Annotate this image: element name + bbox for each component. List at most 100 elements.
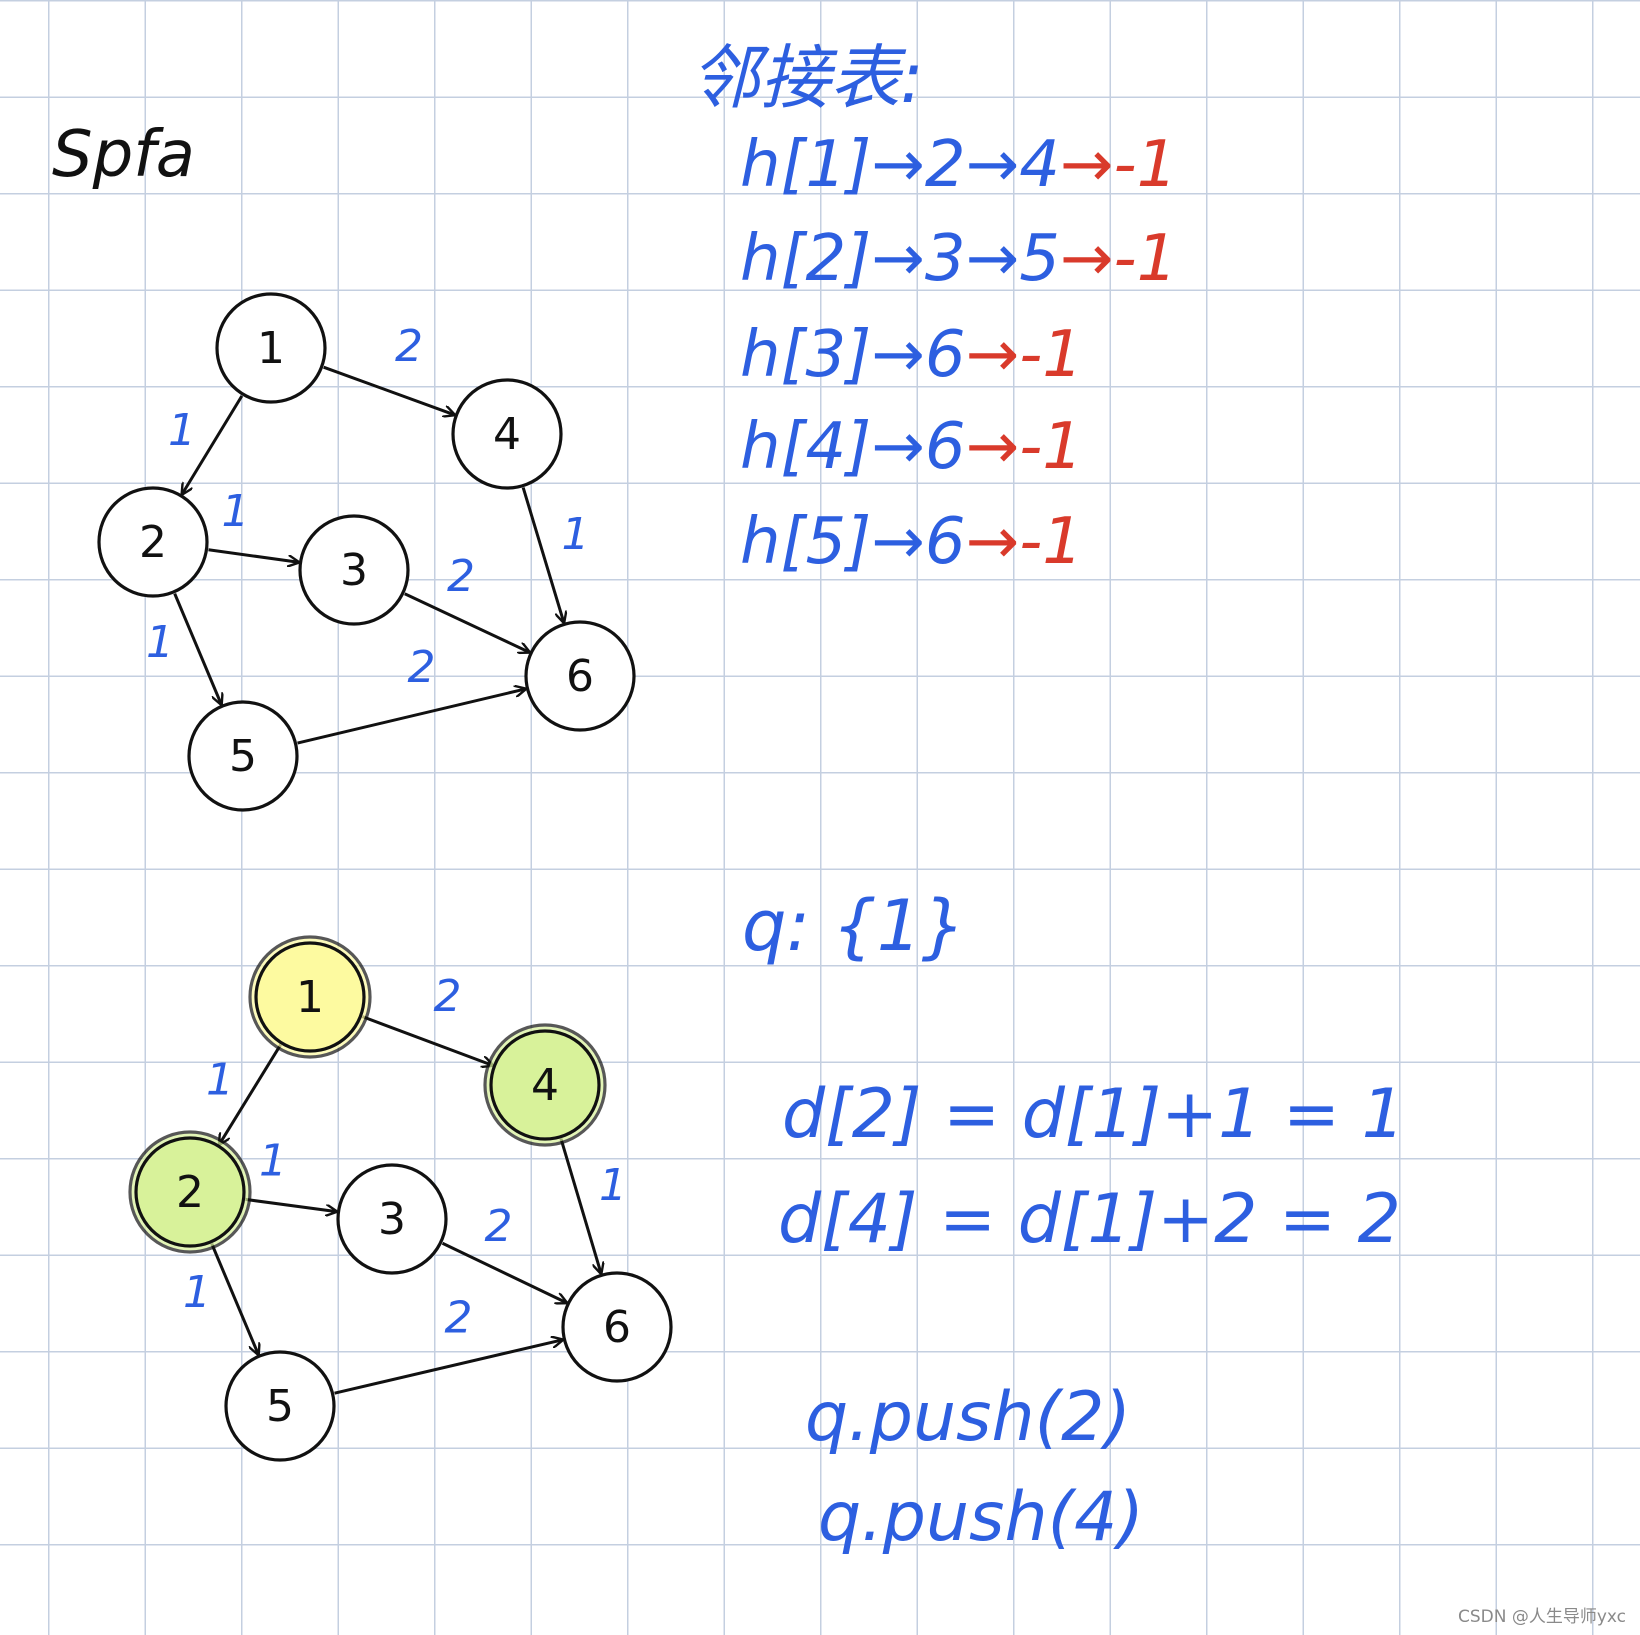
edge-2-3: 1 (208, 486, 298, 562)
node-circle (524, 620, 636, 732)
adjacency-chain: →6 (871, 505, 966, 579)
node-circle (134, 1136, 246, 1248)
adjacency-list-title: 邻接表: (690, 37, 924, 119)
node-label: 2 (139, 517, 167, 568)
node-4: 4 (451, 378, 563, 490)
edge-weight-label: 1 (222, 486, 250, 537)
node-circle (215, 292, 327, 404)
adjacency-head: h[5] (740, 505, 872, 579)
node-6: 6 (524, 620, 636, 732)
edge-arrow (559, 1138, 601, 1274)
node-4: 4 (483, 1023, 607, 1147)
adjacency-chain: →2→4 (871, 128, 1060, 202)
node-circle (489, 1029, 601, 1141)
edge-arrow (334, 1340, 563, 1395)
node-label: 4 (493, 409, 521, 460)
edge-4-6: 1 (559, 1138, 627, 1274)
edge-weight-label: 1 (206, 1055, 234, 1106)
node-6: 6 (561, 1271, 673, 1383)
edge-arrow (245, 1197, 337, 1211)
edge-arrow (404, 592, 530, 652)
node-circle (451, 378, 563, 490)
edge-5-6: 2 (334, 1293, 563, 1395)
node-5: 5 (224, 1350, 336, 1462)
distance-update: d[2] = d[1]+1 = 1 (782, 1075, 1405, 1154)
node-circle (336, 1163, 448, 1275)
edge-arrow (297, 689, 525, 745)
queue-state: q: {1} (742, 885, 966, 967)
node-label: 1 (296, 972, 324, 1023)
edge-weight-label: 2 (408, 642, 436, 693)
edge-weight-label: 2 (445, 1293, 473, 1344)
edge-arrow (210, 1243, 259, 1355)
edge-weight-label: 1 (168, 405, 196, 456)
edge-1-4: 2 (323, 321, 455, 415)
adjacency-row: h[1]→2→4→-1 (740, 128, 1177, 202)
adjacency-chain: →6 (871, 410, 966, 484)
edge-weight-label: 1 (146, 617, 174, 668)
edge-4-6: 1 (521, 487, 590, 623)
node-label: 6 (566, 651, 594, 702)
node-label: 1 (257, 323, 285, 374)
node-circle (187, 700, 299, 812)
adjacency-row: h[5]→6→-1 (740, 505, 1083, 579)
queue-push: q.push(2) (805, 1378, 1131, 1457)
edge-1-2: 1 (206, 1043, 282, 1145)
adjacency-head: h[4] (740, 410, 872, 484)
queue-push: q.push(4) (818, 1478, 1144, 1557)
adjacency-row: h[2]→3→5→-1 (740, 222, 1177, 296)
adjacency-head: h[3] (740, 318, 872, 392)
edge-weight-label: 1 (599, 1160, 627, 1211)
node-label: 4 (531, 1060, 559, 1111)
edge-2-5: 1 (146, 593, 222, 705)
adjacency-head: h[1] (740, 128, 872, 202)
adjacency-end: →-1 (965, 318, 1083, 392)
edge-arrow (441, 1241, 566, 1303)
diagram-title: Spfa (52, 118, 195, 192)
node-circle (97, 486, 209, 598)
edge-arrow (521, 487, 564, 623)
watermark: CSDN @人生导师yxc (1457, 1607, 1626, 1627)
edge-arrow (173, 593, 222, 705)
node-circle (254, 941, 366, 1053)
edge-arrow (323, 365, 455, 415)
node-1: 1 (215, 292, 327, 404)
edge-1-2: 1 (168, 395, 244, 494)
adjacency-end: →-1 (1059, 222, 1178, 296)
adjacency-chain: →3→5 (871, 222, 1060, 296)
edge-weight-label: 1 (183, 1267, 211, 1318)
edge-2-5: 1 (183, 1243, 259, 1355)
node-3: 3 (336, 1163, 448, 1275)
node-3: 3 (298, 514, 410, 626)
node-2: 2 (97, 486, 209, 598)
edge-arrow (208, 548, 298, 563)
adjacency-end: →-1 (965, 505, 1083, 579)
node-label: 6 (603, 1302, 631, 1353)
adjacency-head: h[2] (740, 222, 872, 296)
edge-weight-label: 1 (562, 509, 590, 560)
edge-weight-label: 2 (447, 551, 475, 602)
adjacency-row: h[3]→6→-1 (740, 318, 1083, 392)
node-circle (298, 514, 410, 626)
edge-5-6: 2 (297, 642, 525, 745)
distance-update: d[4] = d[1]+2 = 2 (778, 1180, 1401, 1259)
adjacency-end: →-1 (965, 410, 1083, 484)
edge-weight-label: 2 (485, 1201, 513, 1252)
node-5: 5 (187, 700, 299, 812)
node-circle (224, 1350, 336, 1462)
node-label: 5 (266, 1381, 294, 1432)
node-label: 3 (378, 1194, 406, 1245)
edge-weight-label: 1 (259, 1136, 287, 1187)
edge-arrow (182, 395, 244, 494)
edge-weight-label: 2 (395, 321, 423, 372)
adjacency-end: →-1 (1059, 128, 1178, 202)
node-circle (561, 1271, 673, 1383)
node-1: 1 (248, 935, 372, 1059)
adjacency-chain: →6 (871, 318, 966, 392)
adjacency-row: h[4]→6→-1 (740, 410, 1083, 484)
edge-1-4: 2 (361, 971, 492, 1066)
edge-arrow (361, 1015, 492, 1066)
